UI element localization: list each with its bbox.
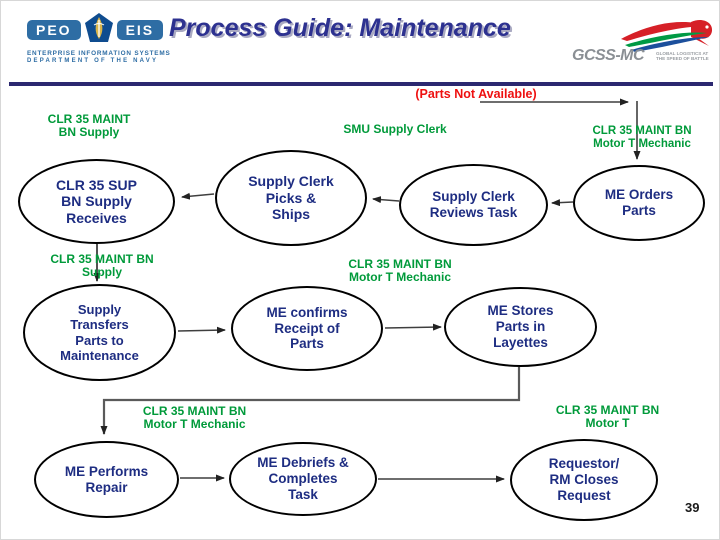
role-label-clr35-supply-mid: CLR 35 MAINT BN Supply (50, 252, 154, 280)
role-label-motor-t-mechanic-top: CLR 35 MAINT BN Motor T Mechanic (592, 125, 692, 150)
role-label-motor-t-mechanic-mid: CLR 35 MAINT BN Motor T Mechanic (348, 257, 452, 285)
peo-eis-emblem-icon (84, 12, 114, 49)
node-supply-clerk-picks-ships: Supply Clerk Picks & Ships (215, 150, 367, 246)
gcss-mc-logo: GCSS-MC GLOBAL LOGISTICS AT THE SPEED OF… (564, 11, 716, 71)
node-me-performs-repair: ME Performs Repair (34, 441, 179, 518)
arrow-transfers-to-confirms (177, 326, 226, 334)
node-me-confirms-receipt-of-parts: ME confirms Receipt of Parts (231, 286, 383, 371)
role-label-smu-supply-clerk: SMU Supply Clerk (343, 122, 447, 136)
peo-logo-department: DEPARTMENT OF THE NAVY (27, 58, 159, 64)
node-clr-35-sup-bn-supply-receives: CLR 35 SUP BN Supply Receives (18, 159, 175, 244)
gcss-eagle-swoosh-icon (619, 16, 714, 63)
node-supply-transfers-parts-to-maintenance: Supply Transfers Parts to Maintenance (23, 284, 176, 381)
role-label-clr35-maint-bn-supply-top: CLR 35 MAINT BN Supply (47, 112, 131, 140)
gcss-mc-tagline: GLOBAL LOGISTICS AT THE SPEED OF BATTLE (656, 50, 709, 62)
arrow-picks-to-receives (181, 192, 215, 200)
arrow-orders-to-reviews (551, 199, 574, 207)
gcss-mc-wordmark: GCSS-MC (572, 47, 645, 64)
node-me-orders-parts: ME Orders Parts (573, 165, 705, 241)
node-requestor-rm-closes-request: Requestor/ RM Closes Request (510, 439, 658, 521)
peo-eis-logo: PEO EIS ENTERPRISE INFORMATION SYSTEMS D… (27, 12, 227, 64)
page-number: 39 (685, 500, 700, 515)
peo-box: PEO (27, 20, 81, 40)
role-label-motor-t-bottom: CLR 35 MAINT BN Motor T (555, 403, 660, 431)
eis-box: EIS (116, 20, 164, 40)
parts-not-available-label: (Parts Not Available) (415, 87, 537, 101)
peo-logo-subtitle: ENTERPRISE INFORMATION SYSTEMS (27, 50, 171, 57)
node-supply-clerk-reviews-task: Supply Clerk Reviews Task (399, 164, 548, 246)
node-me-debriefs-completes-task: ME Debriefs & Completes Task (229, 442, 377, 516)
arrow-reviews-to-picks (372, 196, 400, 204)
connector-stores-to-performs (100, 367, 521, 435)
role-label-motor-t-mechanic-bottom: CLR 35 MAINT BN Motor T Mechanic (142, 404, 247, 432)
peo-eis-logo-row: PEO EIS (27, 12, 227, 49)
page-title: Process Guide: Maintenance (169, 14, 511, 42)
arrow-confirms-to-stores (384, 323, 442, 331)
header-divider (9, 82, 713, 86)
node-me-stores-parts-in-layettes: ME Stores Parts in Layettes (444, 287, 597, 367)
